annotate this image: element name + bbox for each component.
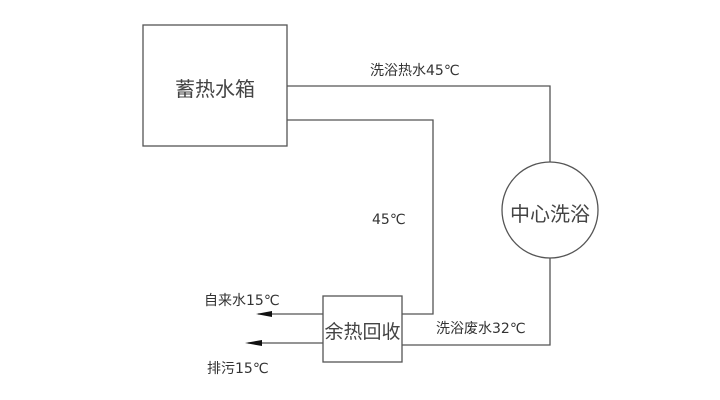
waste-water-pipe <box>402 258 551 346</box>
return-pipe <box>287 119 434 315</box>
hot-water-pipe <box>287 85 551 162</box>
heat-recovery-box <box>322 295 403 363</box>
hot-bath-water-label: 洗浴热水45℃ <box>370 63 460 79</box>
waste-water-label: 洗浴废水32℃ <box>436 321 526 337</box>
drain-arrow-icon <box>245 340 262 346</box>
heat-recovery-label: 余热回收 <box>324 321 401 343</box>
return-temp-label: 45℃ <box>372 212 406 228</box>
storage-tank-label: 蓄热水箱 <box>175 77 255 101</box>
central-bath-label: 中心洗浴 <box>510 202 590 226</box>
drain-label: 排污15℃ <box>207 361 269 377</box>
tap-water-arrow-icon <box>256 311 272 317</box>
tap-water-label: 自来水15℃ <box>204 293 280 309</box>
